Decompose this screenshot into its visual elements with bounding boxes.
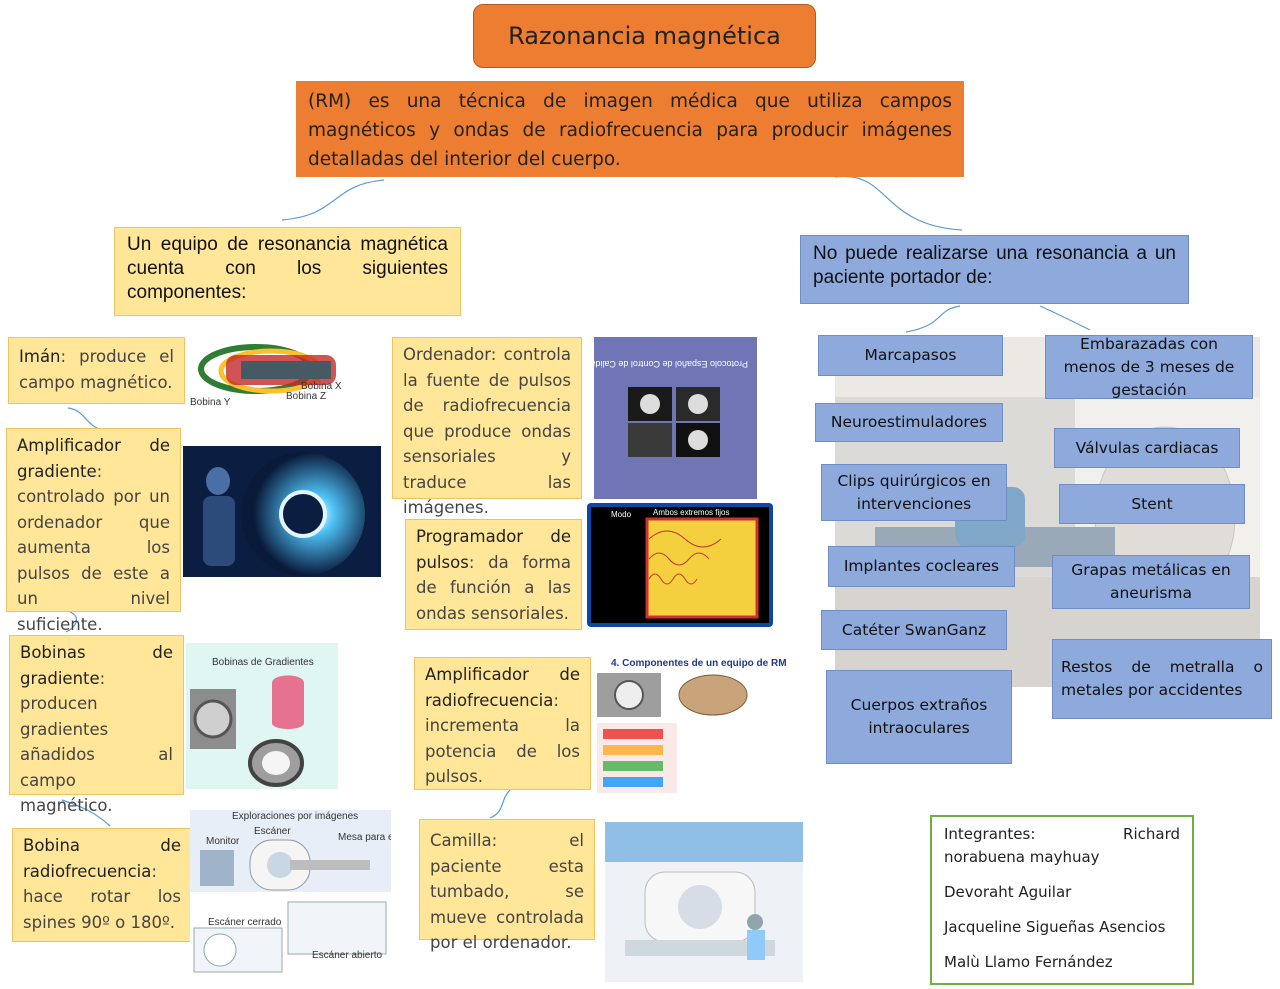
component-bobina-radiofrecuencia: Bobina de radiofrecuencia: hace rotar lo… <box>12 828 192 942</box>
contraindication-marcapasos: Marcapasos <box>818 335 1003 376</box>
mri-room-photo <box>605 822 803 982</box>
pulse-chart-mode: Modo <box>611 510 632 519</box>
component-term: Programador de pulsos <box>416 527 571 572</box>
magnet-label: Bobina X <box>301 381 342 392</box>
team-member: Devoraht Aguilar <box>944 883 1072 901</box>
component-term: Bobina de radiofrecuencia <box>23 836 181 881</box>
component-ordenador: Ordenador: controla la fuente de pulsos … <box>392 337 582 517</box>
explorations-label: Mesa para el paciente <box>338 832 391 843</box>
component-term: Bobinas de gradiente <box>20 643 173 688</box>
contraindication-clips-quirurgicos: Clips quirúrgicos en intervenciones <box>821 464 1007 521</box>
contraindication-grapas-metalicas: Grapas metálicas en aneurisma <box>1052 555 1250 609</box>
pulse-chart-title: Ambos extremos fijos <box>653 508 729 517</box>
component-amplificador-radiofrecuencia: Amplificador de radiofrecuencia: increme… <box>414 657 591 790</box>
pulse-chart-image: Modo Ambos extremos fijos <box>587 503 773 627</box>
components-heading-text: Un equipo de resonancia magnética cuenta… <box>127 234 448 303</box>
team-member: Malù Llamo Fernández <box>944 953 1113 971</box>
magnet-label: Bobina Z <box>286 391 326 402</box>
component-camilla: Camilla: el paciente esta tumbado, se mu… <box>419 819 595 952</box>
component-text: Ordenador: controla la fuente de pulsos … <box>403 345 571 517</box>
contraindications-heading: No puede realizarse una resonancia a un … <box>800 235 1189 304</box>
component-text: : hace rotar los spines 90º o 180º. <box>23 861 181 932</box>
component-programador-pulsos: Programador de pulsos: da forma de funci… <box>405 519 582 630</box>
contraindication-cuerpos-extranos: Cuerpos extraños intraoculares <box>826 670 1012 764</box>
contraindication-valvulas-cardiacas: Válvulas cardiacas <box>1054 428 1240 468</box>
component-text: : produce el campo magnético. <box>19 347 174 392</box>
component-iman: Imán: produce el campo magnético. <box>8 337 185 404</box>
contraindication-neuroestimuladores: Neuroestimuladores <box>815 403 1003 442</box>
contraindication-embarazadas: Embarazadas con menos de 3 meses de gest… <box>1045 335 1253 399</box>
gradient-coils-title: Bobinas de Gradientes <box>212 657 314 668</box>
component-amplificador-gradiente: Amplificador de gradiente: controlado po… <box>6 428 181 634</box>
explorations-label: Monitor <box>206 836 240 847</box>
page-title: Razonancia magnética <box>473 4 816 68</box>
components-heading: Un equipo de resonancia magnética cuenta… <box>114 227 461 316</box>
protocol-title: Protocolo Español de Control de Calidad … <box>594 359 748 369</box>
contraindication-restos-metralla: Restos de metralla o metales por acciden… <box>1052 639 1272 719</box>
magnet-label: Bobina Y <box>190 397 231 408</box>
component-term: Amplificador de gradiente <box>17 436 170 481</box>
explorations-label: Escáner cerrado <box>208 917 282 928</box>
protocol-cover-image: Protocolo Español de Control de Calidad … <box>594 337 757 499</box>
contraindications-heading-text: No puede realizarse una resonancia a un … <box>813 243 1176 288</box>
team-member: Integrantes: Richard norabuena mayhuay <box>944 825 1180 866</box>
explorations-label: Escáner abierto <box>312 950 382 961</box>
mri-equipment-components-image: 4. Componentes de un equipo de RM <box>593 655 788 800</box>
explorations-image: Exploraciones por imágenes Escáner Monit… <box>190 810 391 977</box>
contraindication-stent: Stent <box>1059 484 1245 524</box>
explorations-label: Escáner <box>254 826 291 837</box>
equipment-title: 4. Componentes de un equipo de RM <box>611 658 787 669</box>
component-text: : producen gradientes añadidos al campo … <box>20 668 173 816</box>
contraindication-implantes-cocleares: Implantes cocleares <box>828 546 1015 587</box>
magnet-coils-image: Bobina X Bobina Z Bobina Y <box>186 335 358 411</box>
team-member: Jacqueline Sigueñas Asencios <box>944 918 1166 936</box>
component-text: : incrementa la potencia de los pulsos. <box>425 690 580 787</box>
gradient-coils-image: Bobinas de Gradientes <box>186 643 338 789</box>
explorations-title: Exploraciones por imágenes <box>232 811 358 822</box>
definition-box: (RM) es una técnica de imagen médica que… <box>296 81 964 177</box>
component-bobinas-gradiente: Bobinas de gradiente: producen gradiente… <box>9 635 184 815</box>
component-text: Camilla: el paciente esta tumbado, se mu… <box>430 831 584 952</box>
component-term: Imán <box>19 347 61 366</box>
contraindication-cateter-swanganz: Catéter SwanGanz <box>821 610 1007 650</box>
team-members-box: Integrantes: Richard norabuena mayhuay D… <box>930 815 1194 985</box>
component-term: Amplificador de radiofrecuencia <box>425 665 580 710</box>
mri-technician-photo <box>183 446 381 577</box>
contraindication-restos-text: Restos de metralla o metales por acciden… <box>1061 658 1263 699</box>
component-text: : controlado por un ordenador que aument… <box>17 461 170 634</box>
component-text: : da forma de función a las ondas sensor… <box>416 552 571 623</box>
